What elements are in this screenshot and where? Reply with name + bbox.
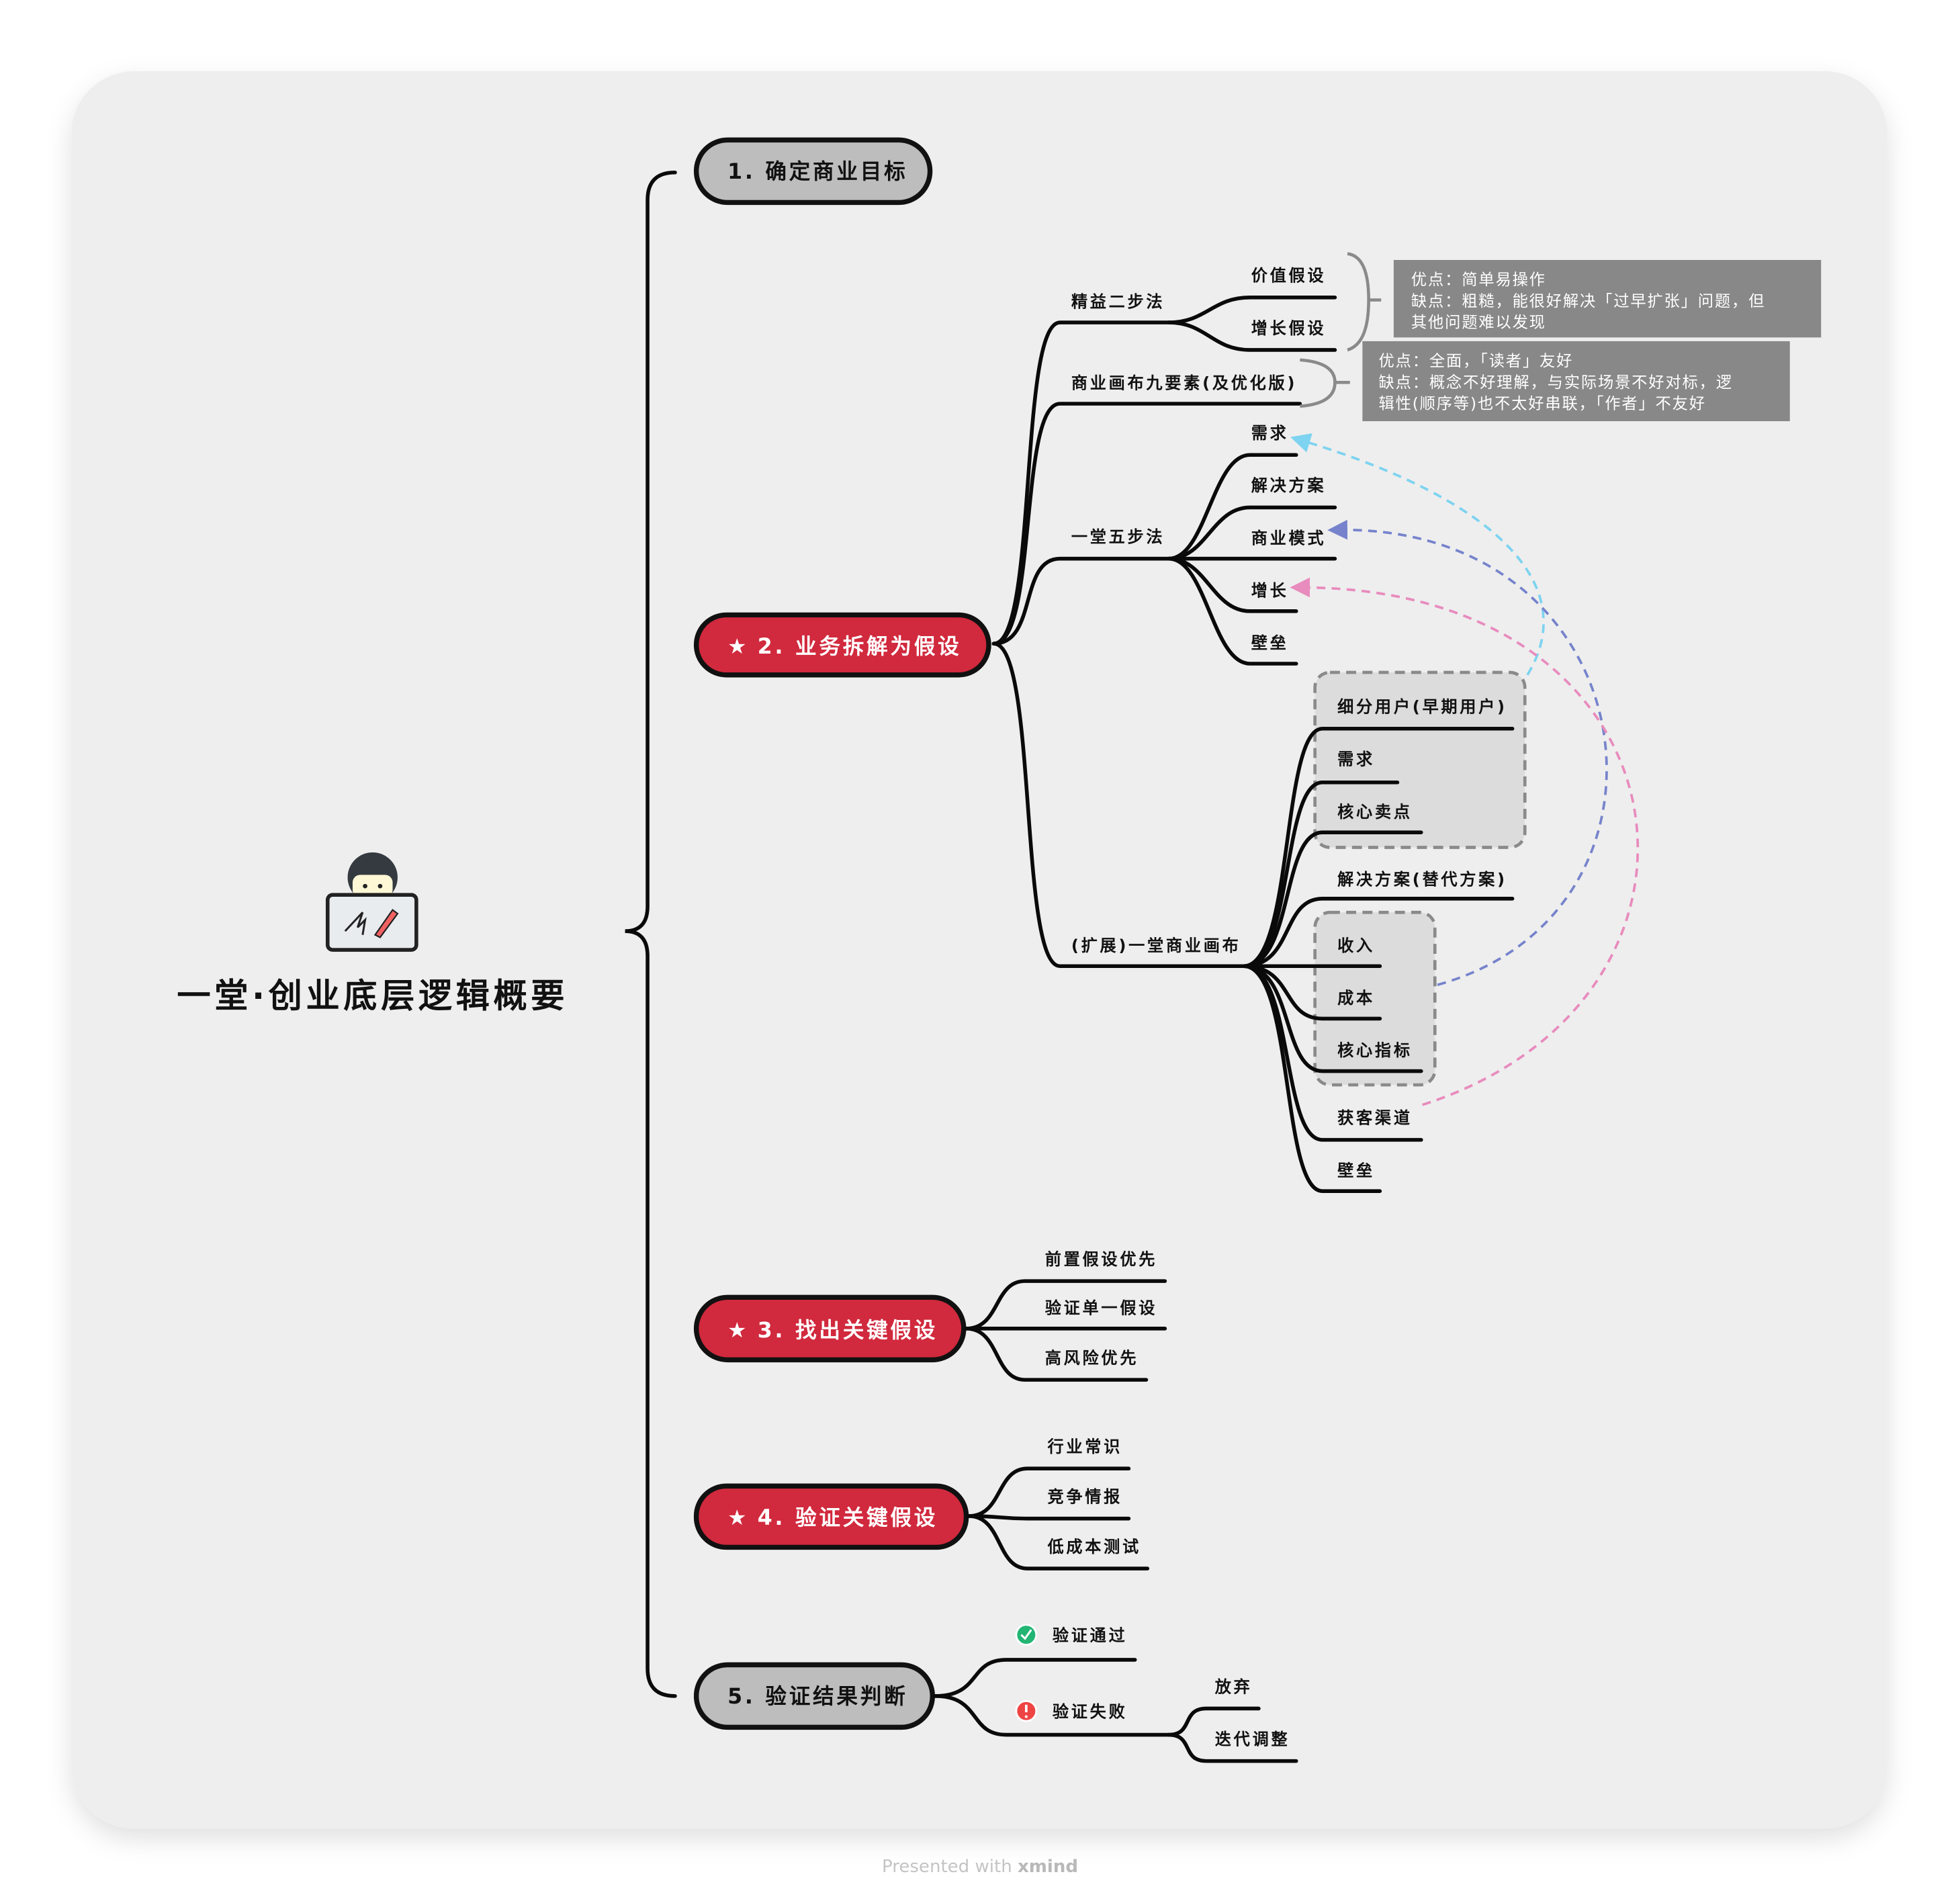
topic-1-label: 1. 确定商业目标 [727, 160, 907, 184]
topic-3-branches [964, 1279, 1167, 1382]
note-line: 缺点：粗糙，能很好解决「过早扩张」问题，但 [1411, 292, 1765, 310]
note-line: 优点：全面，「读者」友好 [1379, 352, 1574, 370]
subtopic-business-model[interactable]: 商业模式 [1251, 529, 1327, 547]
topic-1[interactable]: 1. 确定商业目标 [693, 137, 933, 206]
subtopic-validation-failed[interactable]: 验证失败 [1053, 1702, 1128, 1721]
topic-4-branches [967, 1466, 1150, 1571]
canvas-revenue[interactable]: 收入 [1337, 936, 1375, 955]
subtopic-growth[interactable]: 增长 [1251, 582, 1289, 601]
star-icon: ★ [727, 1506, 746, 1530]
subtopic-low-cost-test[interactable]: 低成本测试 [1046, 1538, 1141, 1556]
topic-5-branches [933, 1658, 1298, 1763]
star-icon: ★ [727, 1319, 746, 1343]
subtopic-business-canvas[interactable]: 商业画布九要素(及优化版) [1071, 374, 1297, 393]
root-title: 一堂·创业底层逻辑概要 [177, 976, 568, 1016]
topic-5-label: 5. 验证结果判断 [727, 1684, 907, 1709]
relationship-arrow-need[interactable] [1290, 433, 1545, 676]
canvas-segment-users[interactable]: 细分用户(早期用户) [1337, 698, 1507, 717]
summary-bracket-1 [1347, 252, 1382, 352]
root-topic[interactable]: 一堂·创业底层逻辑概要 [177, 852, 568, 1016]
subtopic-iterate[interactable]: 迭代调整 [1215, 1730, 1290, 1749]
note-lean[interactable]: 优点：简单易操作 缺点：粗糙，能很好解决「过早扩张」问题，但 其他问题难以发现 [1393, 260, 1822, 338]
note-canvas[interactable]: 优点：全面，「读者」友好 缺点：概念不好理解，与实际场景不好对标，逻 辑性(顺序… [1362, 341, 1790, 422]
subtopic-need[interactable]: 需求 [1251, 424, 1289, 443]
topic-4[interactable]: ★ 4. 验证关键假设 [693, 1483, 969, 1550]
relationship-arrow-growth[interactable] [1290, 577, 1639, 1106]
note-line: 其他问题难以发现 [1411, 313, 1546, 331]
topic-2[interactable]: ★ 2. 业务拆解为假设 [693, 612, 991, 678]
canvas-core-selling-point[interactable]: 核心卖点 [1337, 803, 1413, 822]
note-line: 优点：简单易操作 [1411, 271, 1546, 289]
boundary-users [1313, 670, 1527, 849]
topic-3-label: 3. 找出关键假设 [758, 1319, 938, 1343]
canvas-acquisition-channels[interactable]: 获客渠道 [1337, 1109, 1413, 1128]
check-circle-icon [1015, 1624, 1038, 1646]
subtopic-lean-two-step[interactable]: 精益二步法 [1071, 293, 1165, 312]
subtopic-abandon[interactable]: 放弃 [1214, 1677, 1253, 1696]
subtopic-solution[interactable]: 解决方案 [1251, 476, 1327, 495]
subtopic-high-risk-first[interactable]: 高风险优先 [1045, 1349, 1139, 1368]
topic-4-label: 4. 验证关键假设 [758, 1505, 938, 1530]
subtopic-five-steps[interactable]: 一堂五步法 [1071, 528, 1165, 547]
note-line: 缺点：概念不好理解，与实际场景不好对标，逻 [1379, 373, 1733, 392]
xmind-logo[interactable]: xmind [1018, 1857, 1078, 1877]
subtopic-growth-hypothesis[interactable]: 增长假设 [1251, 319, 1327, 338]
canvas-core-metrics[interactable]: 核心指标 [1337, 1041, 1413, 1060]
topic-2-label: 2. 业务拆解为假设 [758, 635, 962, 659]
person-laptop-drawing-icon [325, 852, 418, 952]
subtopic-competitive-intel[interactable]: 竞争情报 [1047, 1487, 1122, 1506]
subtopic-prior-first[interactable]: 前置假设优先 [1045, 1250, 1157, 1269]
topic-5[interactable]: 5. 验证结果判断 [693, 1662, 936, 1730]
map-sheet [71, 71, 1887, 1829]
subtopic-validation-passed[interactable]: 验证通过 [1053, 1626, 1128, 1645]
canvas-cost[interactable]: 成本 [1337, 989, 1375, 1008]
subtopic-moat[interactable]: 壁垒 [1251, 634, 1289, 653]
star-icon: ★ [727, 635, 746, 659]
root-brace [625, 170, 677, 1698]
footer-prefix: Presented with [882, 1857, 1012, 1877]
topic-3[interactable]: ★ 3. 找出关键假设 [693, 1294, 967, 1363]
canvas-need[interactable]: 需求 [1337, 750, 1375, 769]
extended-canvas-branches [1241, 726, 1515, 1193]
footer-credit: Presented with xmind [882, 1857, 1078, 1877]
subtopic-single-hypothesis[interactable]: 验证单一假设 [1045, 1299, 1157, 1318]
canvas-solution[interactable]: 解决方案(替代方案) [1337, 870, 1507, 889]
subtopic-extended-canvas[interactable]: (扩展)一堂商业画布 [1071, 936, 1241, 955]
summary-bracket-2 [1300, 358, 1350, 408]
exclamation-circle-icon [1015, 1699, 1038, 1722]
topic-2-branches [991, 296, 1337, 969]
note-line: 辑性(顺序等)也不太好串联，「作者」不友好 [1379, 394, 1706, 412]
subtopic-value-hypothesis[interactable]: 价值假设 [1251, 267, 1327, 285]
subtopic-industry-knowledge[interactable]: 行业常识 [1046, 1438, 1122, 1456]
canvas-moat[interactable]: 壁垒 [1337, 1161, 1375, 1180]
boundary-finance [1313, 910, 1437, 1087]
